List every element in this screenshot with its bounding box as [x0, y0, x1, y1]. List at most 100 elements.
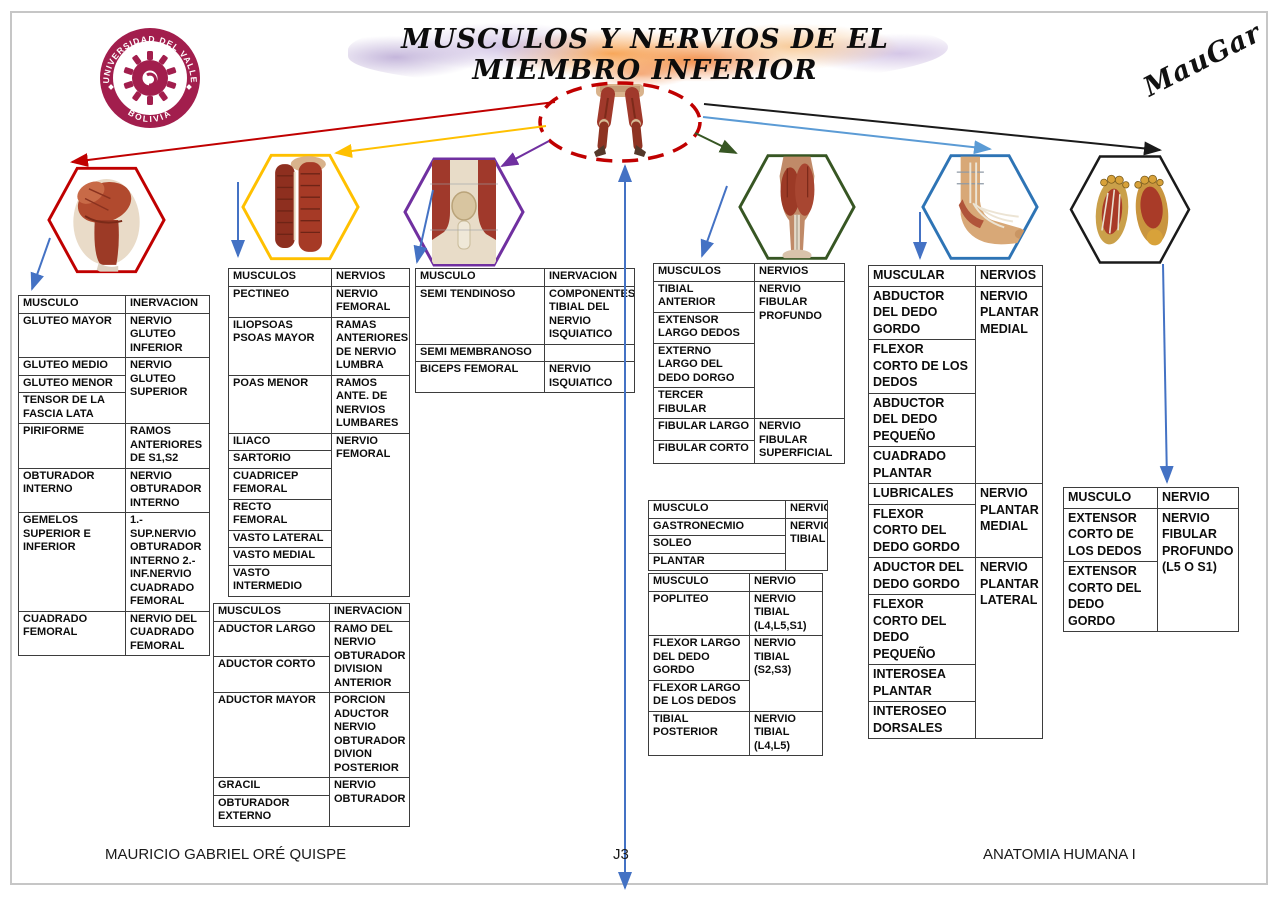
table-row: VASTO LATERAL [228, 529, 410, 548]
knee-region-illustration [430, 160, 498, 264]
table-cell: GASTRONECMIO [648, 517, 786, 536]
table-row: INTEROSEO DORSALES [868, 701, 1043, 739]
column-header: NERVIO [749, 573, 823, 592]
page-title: MUSCULOS Y NERVIOS DE EL MIEMBRO INFERIO… [401, 24, 889, 86]
table-row: TENSOR DE LA FASCIA LATA [18, 392, 210, 424]
table-cell: RAMAS ANTERIORES DE NERVIO LUMBRA [331, 316, 410, 376]
table-cell: FIBULAR CORTO [653, 440, 755, 464]
table-cell: ADUCTOR DEL DEDO GORDO [868, 557, 976, 595]
table-cell [544, 343, 635, 362]
table-row: CUADRICEP FEMORAL [228, 467, 410, 500]
university-logo: UNIVERSIDAD DEL VALLE BOLIVIA [100, 28, 200, 128]
table-cell: VASTO LATERAL [228, 529, 332, 548]
table-cell: FLEXOR CORTO DE LOS DEDOS [868, 339, 976, 394]
table-cell: ADUCTOR CORTO [213, 656, 330, 693]
table-row: EXTERNO LARGO DEL DEDO DORGO [653, 342, 845, 388]
central-legs-illustration [594, 84, 646, 157]
table-cell: GLUTEO MENOR [18, 374, 126, 393]
column-header: MUSCULO [415, 268, 545, 287]
table-row: GASTRONECMIONERVIO TIBIAL [648, 517, 828, 571]
table-cell: INTEROSEA PLANTAR [868, 664, 976, 702]
table-cell: ADUCTOR MAYOR [213, 692, 330, 778]
column-header: MUSCULOS [213, 603, 330, 622]
table-cell: NERVIO FIBULAR PROFUNDO [754, 280, 845, 419]
hexagon-calf [738, 154, 856, 260]
table-row: GLUTEO MENOR [18, 374, 210, 393]
column-header: MUSCULO [18, 295, 126, 314]
arrow-calf-hex-to-table [700, 185, 728, 258]
table-cell: ABDUCTOR DEL DEDO PEQUEÑO [868, 392, 976, 447]
table-cell: CUADRADO PLANTAR [868, 446, 976, 484]
table-cell: POAS MENOR [228, 374, 332, 434]
column-header: MUSCULO [648, 573, 750, 592]
table-cell: NERVIO FEMORAL [331, 285, 410, 318]
column-header: NERVIOS [754, 263, 845, 282]
table-cell: LUBRICALES [868, 483, 976, 505]
column-header: NERVIOS [975, 265, 1043, 287]
table-cell: POPLITEO [648, 590, 750, 636]
table-cell: NERVIO PLANTAR MEDIAL [975, 483, 1043, 558]
table-cell: NERVIO PLANTAR MEDIAL [975, 285, 1043, 484]
table-cell: TIBIAL ANTERIOR [653, 280, 755, 313]
table-cell: EXTENSOR CORTO DE LOS DEDOS [1063, 507, 1158, 562]
column-header: NERVIO [785, 500, 828, 519]
table-cell: GRACIL [213, 777, 330, 796]
arrow-soles-hex-to-table [1159, 263, 1174, 484]
column-header: MUSCULOS [228, 268, 332, 287]
table-row: FLEXOR CORTO DE LOS DEDOS [868, 339, 1043, 394]
table-cell: EXTERNO LARGO DEL DEDO DORGO [653, 342, 755, 388]
table-cell: NERVIO TIBIAL (S2,S3) [749, 635, 823, 712]
hexagon-thigh [241, 153, 360, 261]
table-row: INTEROSEA PLANTAR [868, 664, 1043, 702]
column-header: MUSCULO [648, 500, 786, 519]
table-row: FIBULAR CORTO [653, 440, 845, 464]
column-header: INERVACION [125, 295, 210, 314]
table-cell: TERCER FIBULAR [653, 387, 755, 419]
column-header: NERVIO [1157, 487, 1239, 509]
table-row: FLEXOR LARGO DE LOS DEDOS [648, 679, 823, 712]
table-row: TERCER FIBULAR [653, 387, 845, 419]
arrow-to-calf-hex [694, 132, 738, 154]
table-cell: FLEXOR CORTO DEL DEDO GORDO [868, 503, 976, 558]
table-cell: ILIACO [228, 432, 332, 451]
table-cell: NERVIO FIBULAR PROFUNDO (L5 O S1) [1157, 507, 1239, 632]
table-cell: VASTO MEDIAL [228, 547, 332, 566]
table-cell: OBTURADOR EXTERNO [213, 794, 330, 827]
table-cell: GLUTEO MAYOR [18, 312, 126, 358]
table-cell: OBTURADOR INTERNO [18, 467, 126, 513]
gluteal-region-illustration [73, 179, 140, 272]
course-name: ANATOMIA HUMANA I [983, 846, 1136, 863]
author-signature: MauGar [1138, 17, 1267, 104]
table-cell: SARTORIO [228, 450, 332, 469]
table-cell: NERVIO ISQUIATICO [544, 361, 635, 393]
column-header: INERVACION [329, 603, 410, 622]
table-cell: NERVIO OBTURADOR [329, 777, 410, 827]
table-cell: INTEROSEO DORSALES [868, 701, 976, 739]
table-row: RECTO FEMORAL [228, 498, 410, 531]
table-cell: PLANTAR [648, 552, 786, 571]
table-row: VASTO INTERMEDIO [228, 564, 410, 597]
table-cell: NERVIO GLUTEO SUPERIOR [125, 357, 210, 424]
table-cell: CUADRADO FEMORAL [18, 610, 126, 656]
